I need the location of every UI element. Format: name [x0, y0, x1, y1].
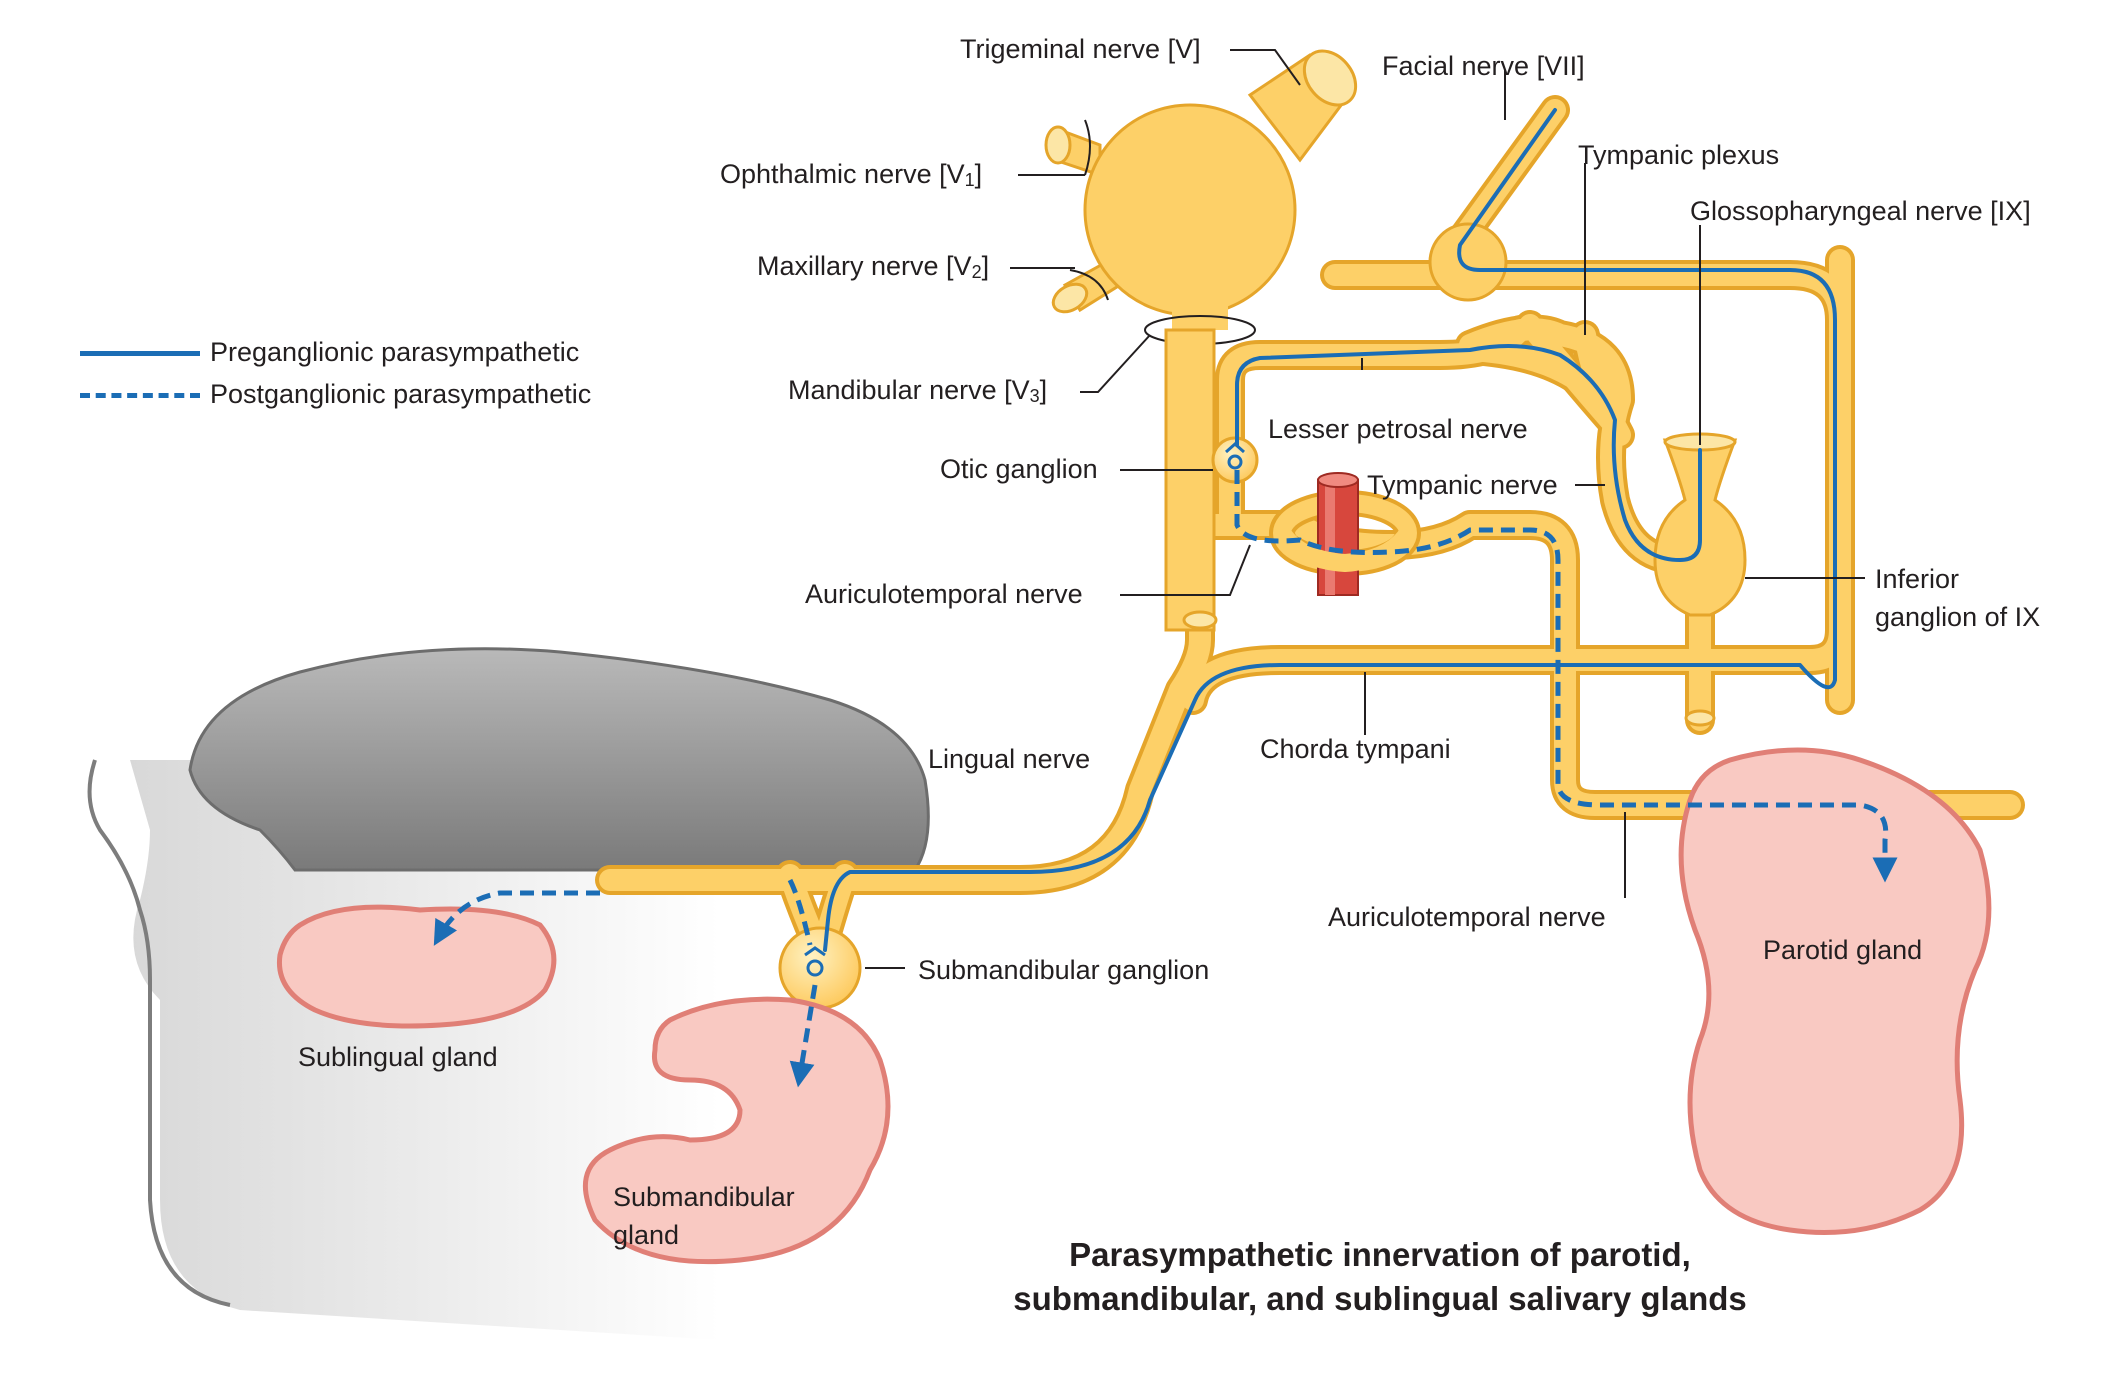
label-lesser-petrosal-nerve: Lesser petrosal nerve	[1268, 414, 1528, 444]
label-maxillary-nerve: Maxillary nerve [V2]	[757, 251, 990, 282]
jaw-edge	[87, 759, 231, 1307]
figure-title: Parasympathetic innervation of parotid, …	[1013, 1236, 1747, 1317]
parotid-gland	[1678, 747, 1992, 1235]
leader-lines	[865, 49, 1865, 969]
label-chorda-tympani: Chorda tympani	[1260, 734, 1451, 764]
legend-solid-line	[80, 351, 200, 356]
label-facial-nerve: Facial nerve [VII]	[1382, 51, 1585, 81]
label-tympanic-nerve: Tympanic nerve	[1367, 470, 1558, 500]
mandibular-trunk	[1164, 328, 1218, 632]
label-trigeminal-nerve: Trigeminal nerve [V]	[960, 34, 1201, 64]
label-parotid-gland: Parotid gland	[1763, 935, 1923, 965]
geniculate-ganglion	[1428, 222, 1508, 302]
middle-meningeal-artery	[1317, 472, 1359, 596]
preganglionic-fibers	[823, 108, 1837, 952]
label-submandibular-ganglion: Submandibular ganglion	[918, 955, 1210, 985]
tongue	[188, 647, 930, 872]
sublingual-gland	[276, 904, 557, 1029]
label-otic-ganglion: Otic ganglion	[940, 454, 1098, 484]
legend-dashed-line	[80, 393, 200, 398]
label-lingual-nerve: Lingual nerve	[928, 744, 1091, 774]
legend-preganglionic-label: Preganglionic parasympathetic	[210, 337, 580, 367]
label-tympanic-plexus: Tympanic plexus	[1578, 140, 1780, 170]
postganglionic-fibers	[433, 470, 1898, 1088]
submandibular-ganglion	[778, 926, 862, 1010]
trigeminal-ganglion	[1044, 49, 1358, 345]
label-auriculotemporal-nerve-lower: Auriculotemporal nerve	[1328, 902, 1606, 932]
synapse-symbols	[804, 441, 1245, 977]
jaw-outline	[95, 760, 720, 1340]
label-ophthalmic-nerve: Ophthalmic nerve [V1]	[720, 159, 983, 190]
label-glossopharyngeal-nerve: Glossopharyngeal nerve [IX]	[1690, 196, 2031, 226]
label-mandibular-nerve: Mandibular nerve [V3]	[788, 375, 1048, 406]
label-sublingual-gland: Sublingual gland	[298, 1042, 498, 1072]
label-auriculotemporal-nerve-upper: Auriculotemporal nerve	[805, 579, 1083, 609]
legend-postganglionic-label: Postganglionic parasympathetic	[210, 379, 592, 409]
